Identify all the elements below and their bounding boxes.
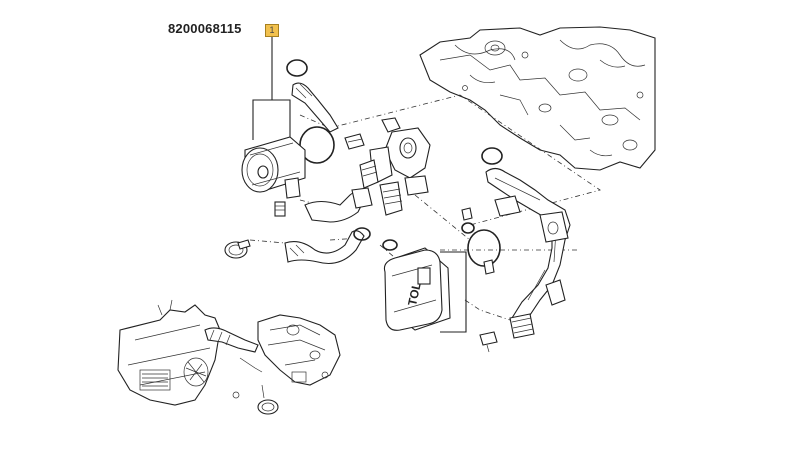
bolt-lower-right: [479, 331, 498, 353]
inset-overview: [117, 299, 341, 415]
callout-leader: [252, 37, 291, 148]
bolt-top: [344, 133, 365, 150]
upper-hose: [291, 82, 339, 133]
part-number: 8200068115: [168, 21, 242, 36]
o-ring-mid: [353, 227, 398, 251]
callout-badge-1[interactable]: 1: [265, 24, 279, 37]
lower-hose: [284, 230, 365, 265]
cooler-marking: TOL: [405, 281, 424, 307]
oil-cooler-left: [241, 136, 306, 217]
middle-hose: [304, 187, 373, 223]
oil-cooler-right: TOL: [383, 247, 467, 333]
gasket-right: [461, 147, 503, 275]
coolant-pipe-right: [485, 167, 571, 339]
o-ring-small-top: [286, 59, 308, 77]
hose-clamp-left: [224, 239, 251, 259]
engine-block: [419, 26, 656, 171]
coolant-outlet-fitting: [359, 117, 431, 216]
